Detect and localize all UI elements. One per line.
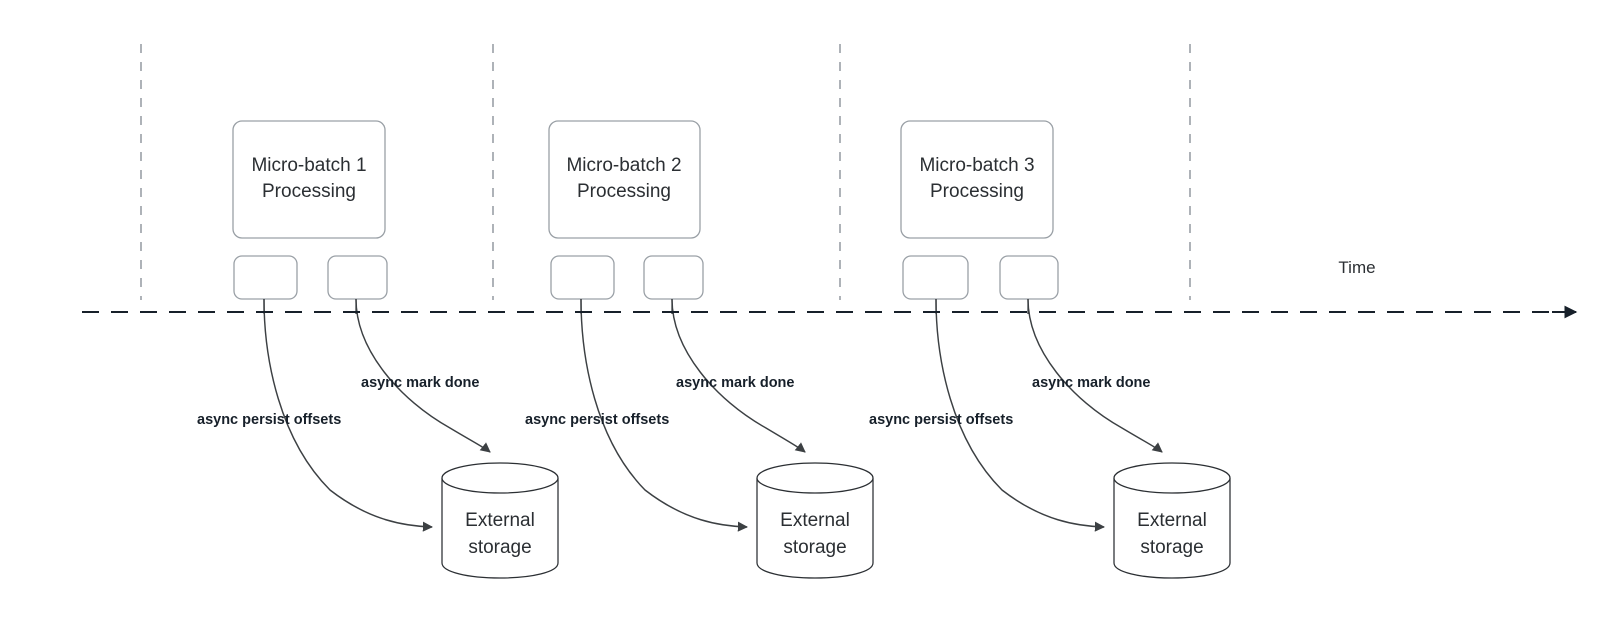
edge-persist-offsets-3	[935, 298, 1106, 532]
edge-persist-offsets-2-label: async persist offsets	[525, 412, 669, 428]
batch-boundary-lines	[140, 44, 1191, 300]
process-box-3[interactable]	[900, 120, 1054, 239]
task-box-2b[interactable]	[643, 255, 704, 300]
process-box-2[interactable]	[548, 120, 701, 239]
external-storage-2[interactable]: External storage	[756, 462, 874, 579]
task-box-2a[interactable]	[550, 255, 615, 300]
edge-mark-done-1	[355, 298, 491, 453]
external-storage-2-label-line2: storage	[783, 537, 846, 558]
process-box-1[interactable]	[232, 120, 386, 239]
process-box-2-label-line2: Processing	[577, 181, 671, 202]
process-box-1-label-line1: Micro-batch 1	[251, 155, 366, 176]
task-box-3b[interactable]	[999, 255, 1059, 300]
edge-persist-offsets-1	[263, 298, 434, 532]
process-box-2-label-line1: Micro-batch 2	[566, 155, 681, 176]
edge-persist-offsets-1-label: async persist offsets	[197, 412, 341, 428]
group-2: Micro-batch 2 Processing async persist o…	[525, 120, 874, 579]
time-axis-label: Time	[1338, 258, 1375, 277]
edge-persist-offsets-2	[580, 298, 749, 532]
process-box-1-label-line2: Processing	[262, 181, 356, 202]
edge-mark-done-3-label: async mark done	[1032, 375, 1150, 391]
task-box-3a[interactable]	[902, 255, 969, 300]
external-storage-3[interactable]: External storage	[1113, 462, 1231, 579]
process-box-3-label-line1: Micro-batch 3	[919, 155, 1034, 176]
task-box-1a[interactable]	[233, 255, 298, 300]
external-storage-1-label-line2: storage	[468, 537, 531, 558]
edge-mark-done-3	[1027, 298, 1163, 453]
process-box-3-label-line2: Processing	[930, 181, 1024, 202]
external-storage-2-label-line1: External	[780, 510, 850, 531]
task-box-1b[interactable]	[327, 255, 388, 300]
external-storage-3-label-line2: storage	[1140, 537, 1203, 558]
edge-persist-offsets-3-label: async persist offsets	[869, 412, 1013, 428]
edge-mark-done-2-label: async mark done	[676, 375, 794, 391]
edge-mark-done-2	[671, 298, 806, 453]
edge-mark-done-1-label: async mark done	[361, 375, 479, 391]
external-storage-3-label-line1: External	[1137, 510, 1207, 531]
time-axis: Time	[82, 258, 1578, 319]
external-storage-1[interactable]: External storage	[441, 462, 559, 579]
group-1: Micro-batch 1 Processing async persist o…	[197, 120, 559, 579]
external-storage-1-label-line1: External	[465, 510, 535, 531]
group-3: Micro-batch 3 Processing async persist o…	[869, 120, 1231, 579]
